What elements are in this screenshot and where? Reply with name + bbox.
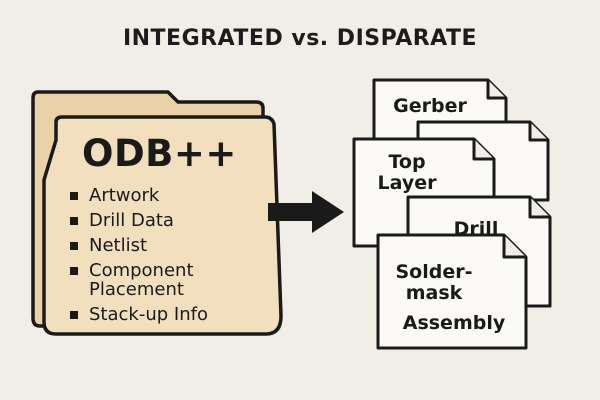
- diagram-title: INTEGRATED vs. DISPARATE: [122, 26, 478, 51]
- folder-item-label: Artwork: [89, 185, 160, 206]
- folder-front-panel: [42, 115, 283, 336]
- file-label-assembly: Assembly: [402, 312, 506, 334]
- folder-item: Artwork: [70, 186, 270, 205]
- file-label-soldermask: Solder-mask: [395, 261, 473, 304]
- folder-item: Drill Data: [70, 211, 270, 230]
- arrow-shaft: [268, 203, 314, 221]
- bullet-icon: [70, 242, 78, 250]
- file-label-drill: Drill: [453, 218, 499, 240]
- arrow-head: [312, 191, 344, 233]
- bullet-icon: [70, 192, 78, 200]
- folder-title: ODB++: [82, 132, 237, 175]
- bullet-icon: [70, 217, 78, 225]
- folder-item: Stack-up Info: [70, 305, 270, 324]
- bullet-icon: [70, 267, 78, 275]
- folder-item-label: Stack-up Info: [89, 304, 208, 325]
- folder-item-label: Component Placement: [89, 260, 194, 300]
- folder-item-label: Drill Data: [89, 210, 174, 231]
- file-label-top-layer: Top Layer: [377, 151, 437, 194]
- file-label-gerber: Gerber: [393, 95, 467, 117]
- file-soldermask-assembly: [376, 233, 528, 350]
- bullet-icon: [70, 311, 78, 319]
- folder-item: Netlist: [70, 236, 270, 255]
- folder-item-list: Artwork Drill Data Netlist Component Pla…: [70, 186, 270, 330]
- folder-item-label: Netlist: [89, 235, 148, 256]
- folder-item: Component Placement: [70, 261, 270, 299]
